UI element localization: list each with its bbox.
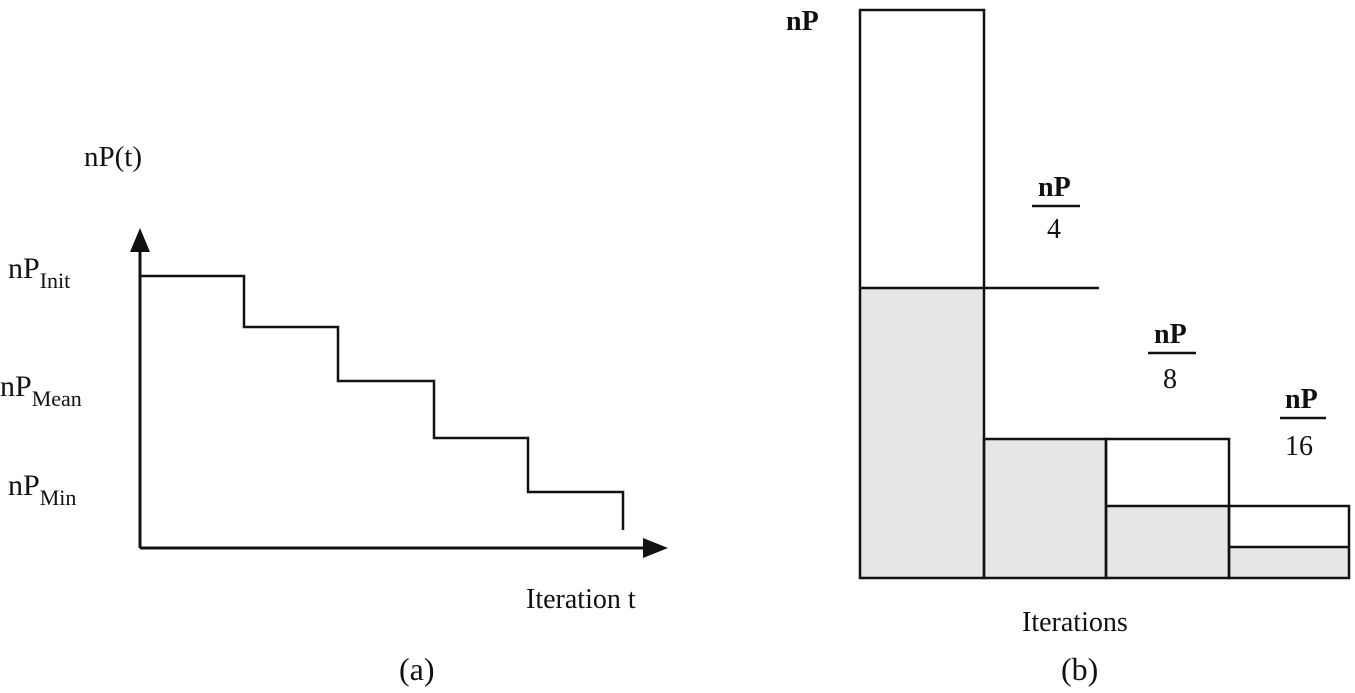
panel-b-fill-2 <box>985 440 1106 578</box>
panel-b-fraction-16-num: nP <box>1285 384 1318 415</box>
panel-a-x-arrow <box>643 538 668 558</box>
panel-b-fraction-8-den: 8 <box>1163 364 1177 395</box>
panel-a-level-min: nPMin <box>8 469 76 510</box>
panel-b-bar-1 <box>858 8 986 580</box>
panel-a-x-label: Iteration t <box>526 584 636 615</box>
panel-a-level-mean: nPMean <box>0 370 82 411</box>
panel-b-fill-4 <box>1230 547 1348 578</box>
panel-b-fill-1 <box>860 288 983 578</box>
panel-b-bar-4 <box>1227 504 1351 580</box>
panel-a-staircase <box>140 274 625 530</box>
panel-b-fraction-8-num: nP <box>1154 319 1187 350</box>
panel-a: nP(t) nPInit nPMean nPMin Iteration t (a… <box>0 141 668 687</box>
panel-b: nP nP 4 nP 8 nP 16 Iterations (b) <box>786 6 1351 687</box>
panel-b-fraction-16-den: 16 <box>1285 431 1313 462</box>
panel-b-y-label: nP <box>786 6 819 37</box>
panel-a-y-arrow <box>130 228 150 252</box>
panel-b-fraction-4-den: 4 <box>1047 214 1061 245</box>
panel-a-level-init: nPInit <box>8 252 70 293</box>
panel-a-y-label: nP(t) <box>84 141 142 173</box>
panel-b-caption: (b) <box>1061 651 1098 687</box>
panel-a-caption: (a) <box>399 651 435 687</box>
panel-b-fraction-4-num: nP <box>1038 172 1071 203</box>
panel-b-fill-3 <box>1107 507 1229 578</box>
panel-b-x-label: Iterations <box>1022 607 1128 638</box>
